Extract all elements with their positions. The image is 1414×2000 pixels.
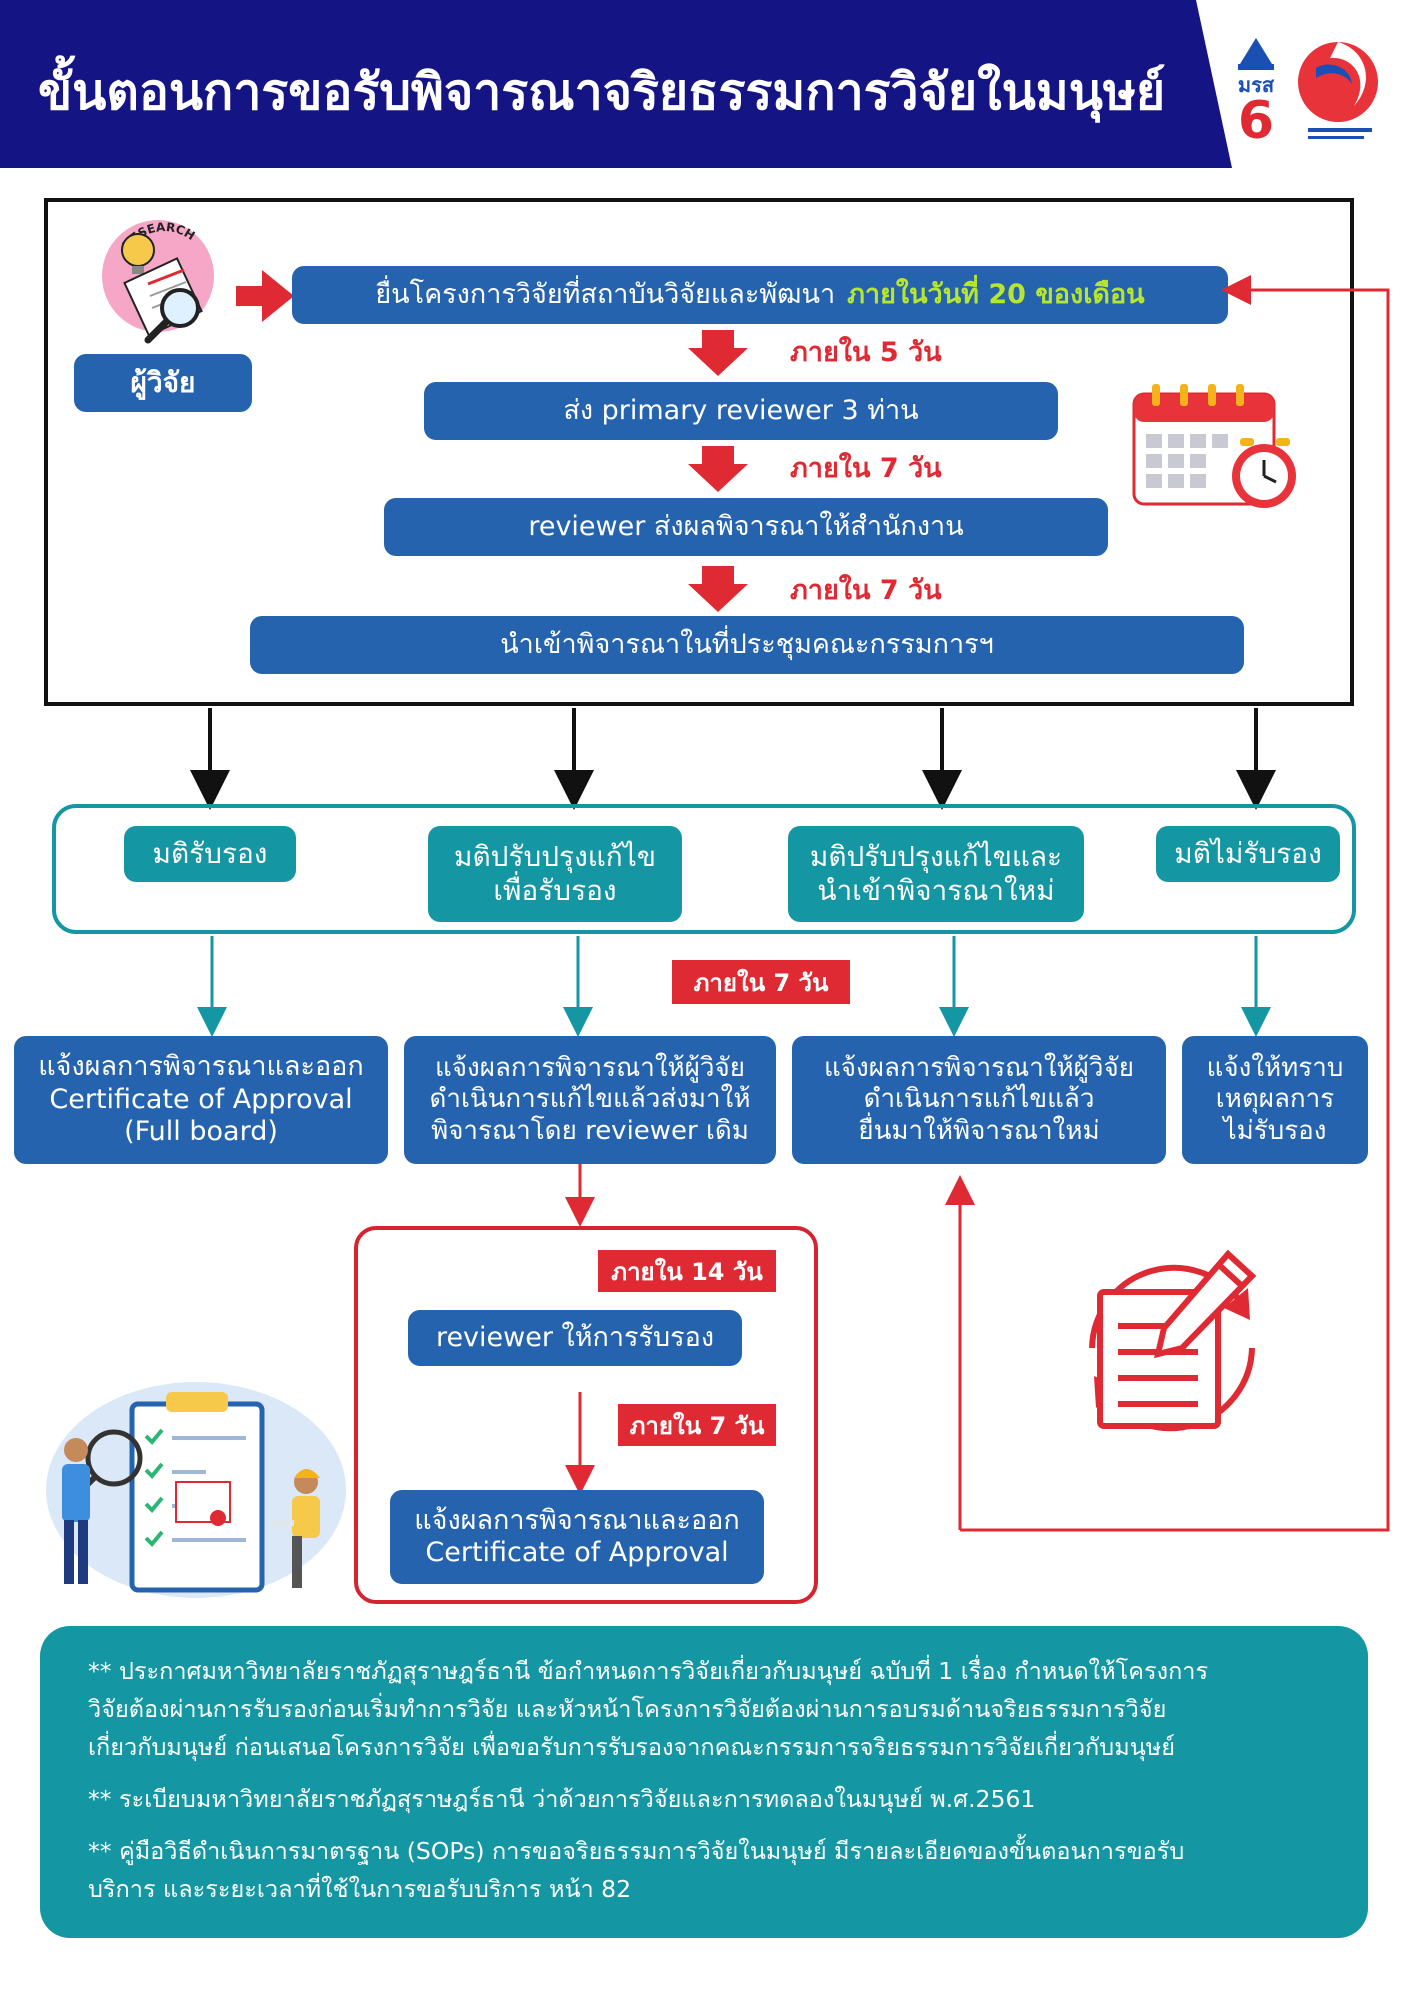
step-committee-meeting: นำเข้าพิจารณาในที่ประชุมคณะกรรมการฯ — [250, 616, 1244, 674]
arrow-down-icon — [688, 446, 748, 492]
step-send-reviewers: ส่ง primary reviewer 3 ท่าน — [424, 382, 1058, 440]
arrow-down-icon — [688, 566, 748, 612]
decision-approved: มติรับรอง — [124, 826, 296, 882]
decision-minor-revision: มติปรับปรุงแก้ไข เพื่อรับรอง — [428, 826, 682, 922]
reviewer-approval-box — [354, 1226, 818, 1604]
note-2: ** ระเบียบมหาวิทยาลัยราชภัฏสุราษฎร์ธานี … — [88, 1780, 1348, 1818]
outcome-3-line2: ดำเนินการแก้ไขแล้ว — [863, 1084, 1095, 1115]
note-1-line2: วิจัยต้องผ่านการรับรองก่อนเริ่มทำการวิจั… — [88, 1695, 1167, 1723]
outcome-resubmit: แจ้งผลการพิจารณาให้ผู้วิจัย ดำเนินการแก้… — [792, 1036, 1166, 1164]
subflow-certificate: แจ้งผลการพิจารณาและออก Certificate of Ap… — [390, 1490, 764, 1584]
decisions-box — [52, 804, 1356, 934]
page-title: ขั้นตอนการขอรับพิจารณาจริยธรรมการวิจัยใน… — [38, 62, 1166, 121]
arrow-right-icon — [236, 270, 294, 322]
outcome-4-line1: แจ้งให้ทราบ — [1206, 1053, 1344, 1084]
decision-duration-badge: ภายใน 7 วัน — [672, 960, 850, 1004]
notes-content: ** ประกาศมหาวิทยาลัยราชภัฏสุราษฎร์ธานี ข… — [88, 1652, 1348, 1908]
submission-process-box — [44, 198, 1354, 706]
checklist-illustration — [36, 1370, 346, 1600]
subflow-certificate-line2: Certificate of Approval — [425, 1537, 729, 1568]
decision-major-line2: นำเข้าพิจารณาใหม่ — [817, 874, 1055, 907]
outcome-1-line2: Certificate of Approval — [49, 1083, 353, 1115]
duration-step1: ภายใน 5 วัน — [790, 337, 942, 368]
step-submit-text: ยื่นโครงการวิจัยที่สถาบันวิจัยและพัฒนา — [375, 278, 836, 310]
decision-major-revision: มติปรับปรุงแก้ไขและ นำเข้าพิจารณาใหม่ — [788, 826, 1084, 922]
subflow-certificate-line1: แจ้งผลการพิจารณาและออก — [414, 1504, 740, 1536]
duration-step3: ภายใน 7 วัน — [790, 575, 942, 606]
arrow-down-icon — [688, 330, 748, 376]
edit-document-icon — [1052, 1228, 1292, 1468]
subflow-duration-1: ภายใน 14 วัน — [598, 1250, 776, 1292]
header-banner — [0, 0, 1414, 168]
outcome-revise-same-reviewer: แจ้งผลการพิจารณาให้ผู้วิจัย ดำเนินการแก้… — [404, 1036, 776, 1164]
subflow-reviewer-approve: reviewer ให้การรับรอง — [408, 1310, 742, 1366]
decision-major-line1: มติปรับปรุงแก้ไขและ — [809, 840, 1063, 874]
university-logo: มรส 6 — [1220, 20, 1400, 151]
logo-text: มรส — [1238, 73, 1275, 97]
outcome-2-line1: แจ้งผลการพิจารณาให้ผู้วิจัย — [435, 1053, 745, 1084]
note-1-line1: ** ประกาศมหาวิทยาลัยราชภัฏสุราษฎร์ธานี ข… — [88, 1657, 1209, 1685]
step-submit: ยื่นโครงการวิจัยที่สถาบันวิจัยและพัฒนา ภ… — [292, 266, 1228, 324]
outcome-3-line1: แจ้งผลการพิจารณาให้ผู้วิจัย — [824, 1053, 1134, 1084]
step-reviewer-result: reviewer ส่งผลพิจารณาให้สำนักงาน — [384, 498, 1108, 556]
outcome-1-line3: (Full board) — [124, 1116, 278, 1148]
outcome-4-line2: เหตุผลการ — [1215, 1084, 1335, 1115]
svg-text:6: 6 — [1238, 91, 1274, 150]
decision-not-approved: มติไม่รับรอง — [1156, 826, 1340, 882]
notes-box — [40, 1626, 1368, 1938]
researcher-label: ผู้วิจัย — [74, 354, 252, 412]
outcome-1-line1: แจ้งผลการพิจารณาและออก — [38, 1051, 364, 1083]
note-2-line1: ** ระเบียบมหาวิทยาลัยราชภัฏสุราษฎร์ธานี … — [88, 1785, 1036, 1813]
research-icon: RESEARCH — [88, 210, 228, 350]
outcome-certificate-fullboard: แจ้งผลการพิจารณาและออก Certificate of Ap… — [14, 1036, 388, 1164]
outcome-2-line3: พิจารณาโดย reviewer เดิม — [431, 1115, 749, 1146]
decision-approved-text: มติรับรอง — [152, 837, 268, 871]
note-1: ** ประกาศมหาวิทยาลัยราชภัฏสุราษฎร์ธานี ข… — [88, 1652, 1348, 1766]
decision-minor-line2: เพื่อรับรอง — [493, 874, 617, 907]
outcome-4-line3: ไม่รับรอง — [1223, 1115, 1327, 1146]
duration-step2: ภายใน 7 วัน — [790, 453, 942, 484]
header-background — [0, 0, 1232, 168]
note-3-line1: ** คู่มือวิธีดำเนินการมาตรฐาน (SOPs) การ… — [88, 1837, 1185, 1865]
decision-minor-line1: มติปรับปรุงแก้ไข — [454, 840, 656, 874]
note-3-line2: บริการ และระยะเวลาที่ใช้ในการขอรับบริการ… — [88, 1875, 632, 1903]
outcome-not-approved-reason: แจ้งให้ทราบ เหตุผลการ ไม่รับรอง — [1182, 1036, 1368, 1164]
subflow-duration-2: ภายใน 7 วัน — [618, 1404, 776, 1446]
decision-not-approved-text: มติไม่รับรอง — [1174, 837, 1322, 871]
note-1-line3: เกี่ยวกับมนุษย์ ก่อนเสนอโครงการวิจัย เพื… — [88, 1733, 1176, 1761]
note-3: ** คู่มือวิธีดำเนินการมาตรฐาน (SOPs) การ… — [88, 1832, 1348, 1908]
outcome-3-line3: ยื่นมาให้พิจารณาใหม่ — [858, 1115, 1100, 1146]
calendar-clock-icon — [1130, 380, 1310, 520]
step-submit-deadline: ภายในวันที่ 20 ของเดือน — [847, 278, 1145, 310]
outcome-2-line2: ดำเนินการแก้ไขแล้วส่งมาให้ — [429, 1084, 751, 1115]
